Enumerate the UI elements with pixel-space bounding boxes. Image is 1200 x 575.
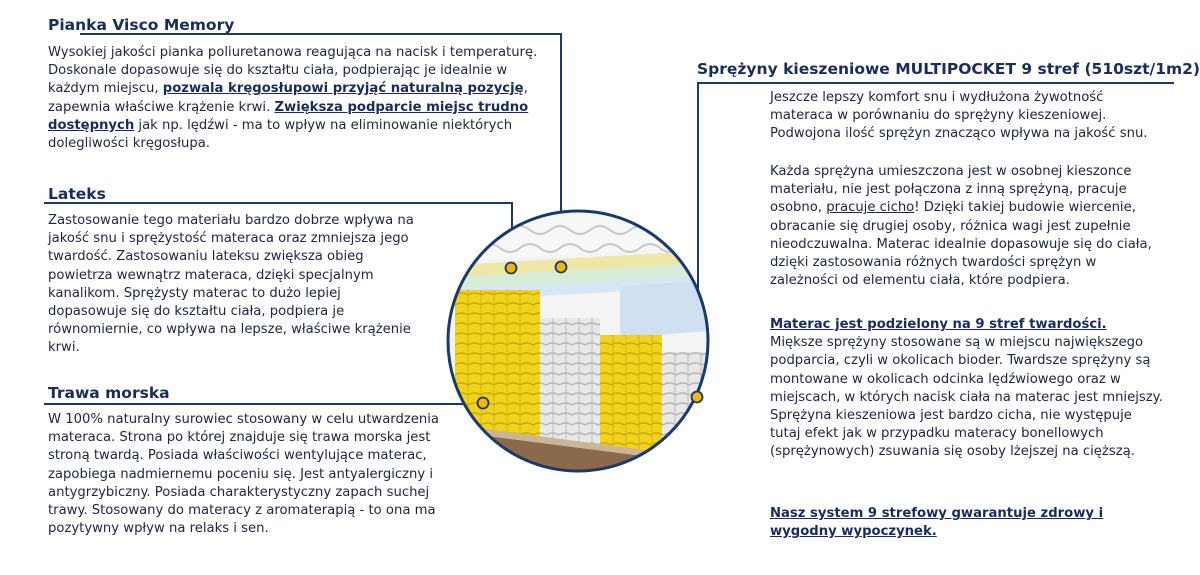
- seagrass-connector-horizontal: [44, 403, 484, 405]
- latex-description: Zastosowanie tego materiału bardzo dobrz…: [48, 213, 414, 356]
- springs-heading: Sprężyny kieszeniowe MULTIPOCKET 9 stref…: [697, 60, 1200, 78]
- visco-link-support[interactable]: Zwiększa podparcie miejsc trudno dostępn…: [48, 99, 529, 133]
- visco-description: Wysokiej jakości pianka poliuretanowa re…: [48, 45, 538, 152]
- visco-link-natural-position[interactable]: pozwala kręgosłupowi przyjąć naturalną p…: [162, 81, 524, 97]
- seagrass-description: W 100% naturalny surowiec stosowany w ce…: [48, 412, 439, 537]
- closing-section: Nasz system 9 strefowy gwarantuje zdrowy…: [770, 505, 1130, 541]
- closing-statement-link[interactable]: Nasz system 9 strefowy gwarantuje zdrowy…: [770, 506, 1104, 540]
- visco-marker: [554, 260, 568, 274]
- springs-link-quiet[interactable]: pracuje cicho: [826, 200, 915, 216]
- springs-connector-horizontal: [697, 82, 1174, 84]
- springs-marker: [690, 390, 704, 404]
- latex-marker: [504, 261, 518, 275]
- springs-connector-vertical: [697, 82, 699, 397]
- springs-description-1: Jeszcze lepszy komfort snu i wydłużona ż…: [770, 90, 1148, 142]
- zones-section: Materac jest podzielony na 9 stref tward…: [770, 316, 1165, 462]
- visco-heading: Pianka Visco Memory: [48, 16, 235, 34]
- zones-description: Miększe sprężyny stosowane są w miejscu …: [770, 335, 1163, 460]
- seagrass-heading: Trawa morska: [48, 384, 170, 402]
- seagrass-marker: [476, 396, 490, 410]
- visco-connector-vertical: [560, 33, 562, 267]
- zones-heading-link[interactable]: Materac jest podzielony na 9 stref tward…: [770, 317, 1107, 332]
- springs-description-2: Każda sprężyna umieszczona jest w osobne…: [770, 164, 1152, 289]
- latex-connector-horizontal: [44, 202, 513, 204]
- visco-connector-horizontal: [80, 33, 562, 35]
- latex-heading: Lateks: [48, 185, 106, 203]
